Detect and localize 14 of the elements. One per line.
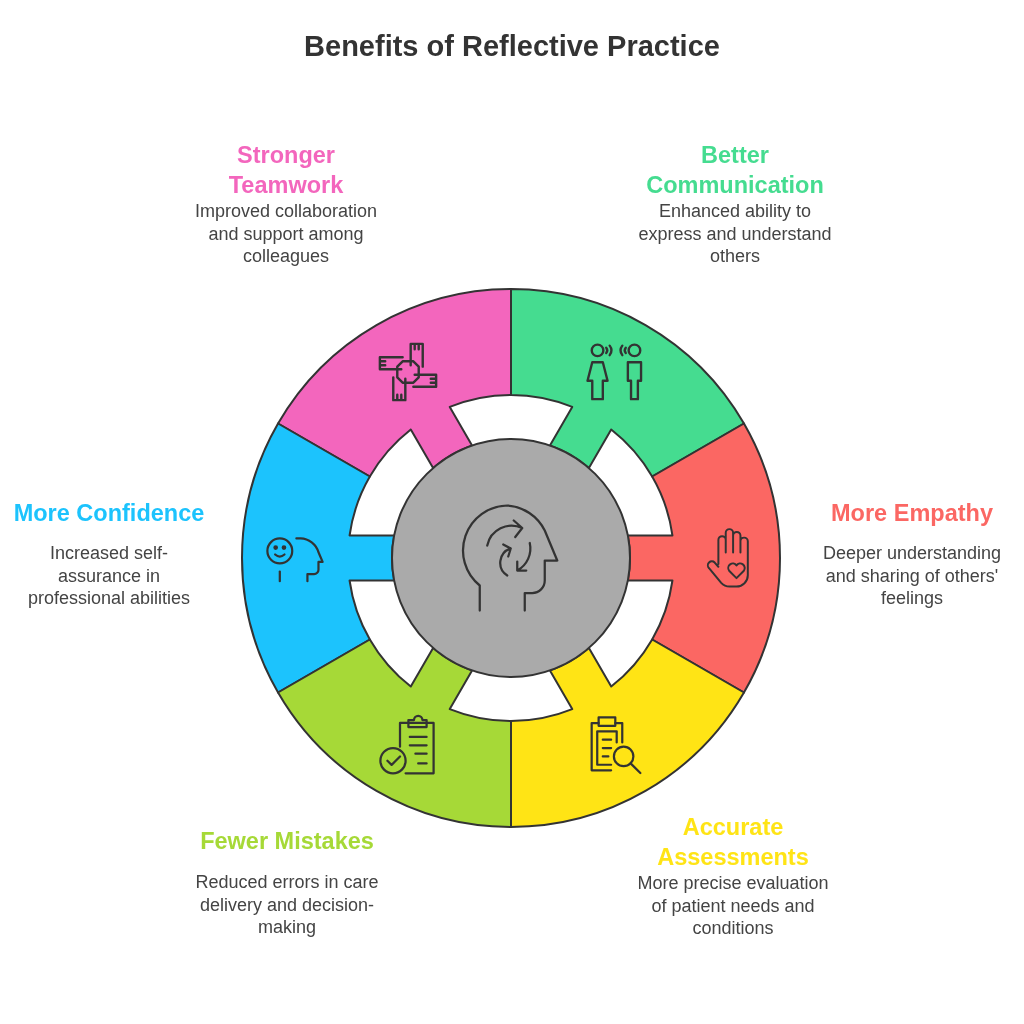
benefit-heading: Better Communication xyxy=(646,142,824,198)
benefit-description: Deeper understanding and sharing of others' feelings xyxy=(822,543,1002,608)
diagram-title: Benefits of Reflective Practice xyxy=(304,30,720,62)
center-circle xyxy=(391,438,631,678)
benefit-heading: More Confidence xyxy=(13,500,205,526)
benefit-description: Increased self-assurance in professional abilities xyxy=(27,543,191,608)
benefit-description: Enhanced ability to express and understand others xyxy=(638,201,832,266)
benefit-description: Improved collaboration and support among colleagues xyxy=(194,201,378,266)
benefit-description: More precise evaluation of patient needs and conditions xyxy=(637,873,829,938)
benefit-heading: Fewer Mistakes xyxy=(200,828,374,854)
benefit-description: Reduced errors in care delivery and decision-making xyxy=(195,872,379,937)
benefit-heading: More Empathy xyxy=(831,500,993,526)
benefit-heading: Accurate Assessments xyxy=(657,814,809,870)
benefit-heading: Stronger Teamwork xyxy=(228,142,344,198)
